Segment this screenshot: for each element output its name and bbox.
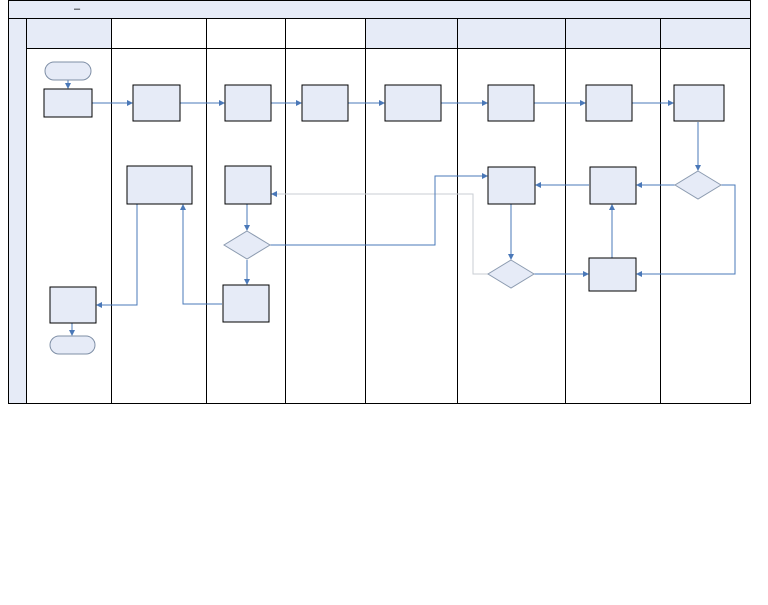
process-box-p13	[224, 165, 272, 205]
phase-strip	[8, 18, 27, 404]
decision-diamond-d1	[674, 170, 722, 200]
lane-5-header	[365, 18, 458, 49]
decision-diamond-d3	[223, 230, 271, 260]
lane-4-column	[285, 18, 366, 404]
connector-d3-p9	[270, 173, 488, 246]
lane-3-column	[206, 18, 286, 404]
lane-2-column	[111, 18, 207, 404]
process-box-p4	[301, 84, 349, 122]
diagram-title: –	[74, 3, 81, 15]
lane-7-header	[565, 18, 661, 49]
connector-d1-p12	[636, 184, 736, 277]
process-box-p2	[132, 84, 181, 122]
decision-diamond-d2	[487, 259, 535, 289]
process-box-p8	[673, 84, 725, 122]
process-box-p10	[589, 166, 637, 205]
shapes	[43, 61, 725, 355]
process-box-p11	[126, 165, 193, 205]
process-box-p12	[588, 257, 637, 292]
lanes	[26, 18, 751, 404]
process-box-p15	[49, 286, 97, 324]
connector-p11-p15	[96, 204, 138, 308]
process-box-p9	[487, 166, 536, 205]
lane-8-header	[660, 18, 751, 49]
lane-5-column	[365, 18, 458, 404]
connector-p14-p11	[180, 204, 222, 305]
end-terminator	[49, 335, 96, 355]
process-box-p14	[222, 284, 270, 323]
lane-2-header	[111, 18, 207, 49]
lane-3-header	[206, 18, 286, 49]
title-bar	[8, 0, 751, 19]
process-box-p1	[43, 88, 93, 118]
process-box-p7	[585, 84, 633, 122]
process-box-p3	[224, 84, 272, 122]
connector-d2-p13	[271, 191, 488, 275]
lane-4-header	[285, 18, 366, 49]
start-terminator	[44, 61, 92, 81]
process-box-p6	[487, 84, 535, 122]
connectors	[65, 80, 736, 336]
process-box-p5	[384, 84, 442, 122]
lane-1-header	[26, 18, 112, 49]
lane-8-column	[660, 18, 751, 404]
lane-7-column	[565, 18, 661, 404]
lane-6-header	[457, 18, 566, 49]
